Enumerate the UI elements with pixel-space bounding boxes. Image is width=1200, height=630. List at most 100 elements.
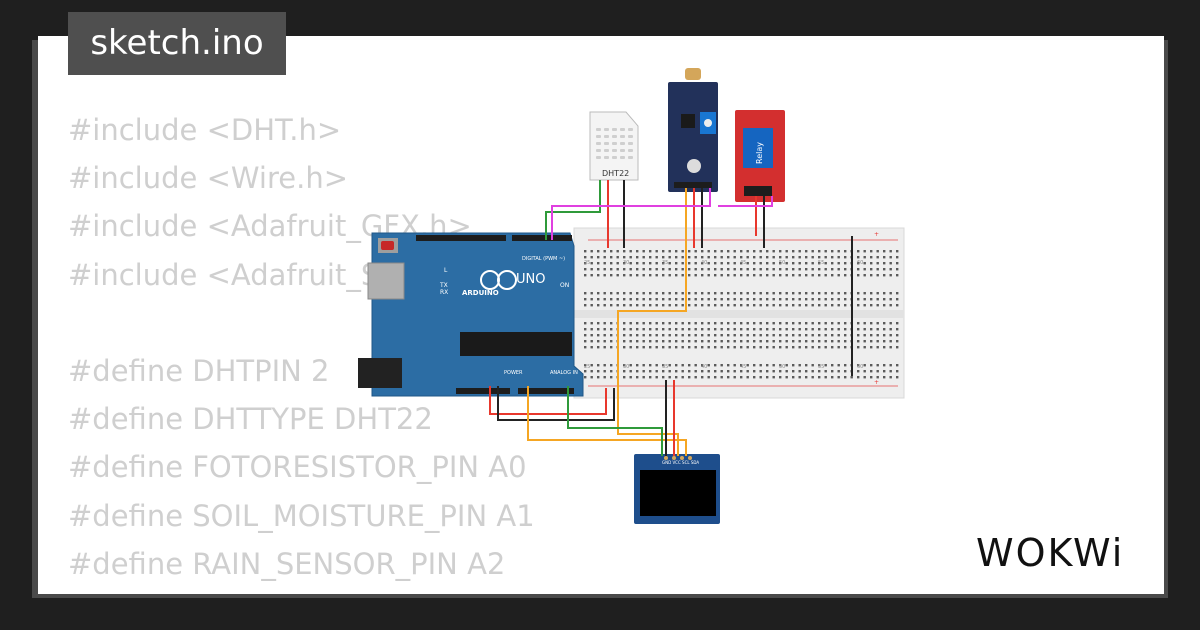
- breadboard-column-number: 40: [701, 364, 707, 370]
- breadboard-hole: [740, 268, 743, 271]
- breadboard-hole: [837, 250, 840, 253]
- breadboard-hole: [720, 340, 723, 343]
- breadboard-hole: [707, 322, 710, 325]
- breadboard-hole: [727, 250, 730, 253]
- breadboard-hole: [610, 364, 613, 367]
- breadboard-hole: [785, 304, 788, 307]
- breadboard-hole: [629, 376, 632, 379]
- breadboard-hole: [694, 256, 697, 259]
- breadboard-hole: [727, 304, 730, 307]
- breadboard-hole: [727, 256, 730, 259]
- breadboard-hole: [896, 292, 899, 295]
- breadboard-hole: [824, 322, 827, 325]
- breadboard-hole: [753, 334, 756, 337]
- breadboard-hole: [740, 370, 743, 373]
- breadboard-hole: [681, 364, 684, 367]
- sketch-title[interactable]: sketch.ino: [68, 12, 286, 75]
- breadboard-hole: [733, 370, 736, 373]
- breadboard-hole: [701, 274, 704, 277]
- breadboard-hole: [590, 256, 593, 259]
- breadboard-hole: [688, 262, 691, 265]
- breadboard-hole: [707, 274, 710, 277]
- breadboard-hole: [889, 274, 892, 277]
- breadboard-hole: [629, 340, 632, 343]
- breadboard-hole: [584, 250, 587, 253]
- breadboard-hole: [753, 346, 756, 349]
- breadboard-hole: [610, 274, 613, 277]
- breadboard-hole: [792, 292, 795, 295]
- breadboard-hole: [870, 370, 873, 373]
- breadboard-hole: [584, 304, 587, 307]
- breadboard-hole: [733, 292, 736, 295]
- breadboard-hole: [720, 370, 723, 373]
- breadboard-hole: [863, 268, 866, 271]
- breadboard-hole: [746, 370, 749, 373]
- breadboard-hole: [876, 370, 879, 373]
- code-line: #define FOTORESISTOR_PIN A0: [68, 450, 527, 485]
- breadboard-hole: [688, 340, 691, 343]
- breadboard-hole: [636, 292, 639, 295]
- breadboard-hole: [876, 256, 879, 259]
- breadboard-hole: [668, 334, 671, 337]
- breadboard-hole: [746, 298, 749, 301]
- breadboard-hole: [857, 250, 860, 253]
- breadboard-hole: [824, 298, 827, 301]
- breadboard-hole: [889, 334, 892, 337]
- dht22-vent: [612, 149, 617, 152]
- breadboard-hole: [792, 334, 795, 337]
- breadboard-hole: [766, 334, 769, 337]
- breadboard-hole: [668, 370, 671, 373]
- breadboard-hole: [590, 328, 593, 331]
- breadboard-hole: [831, 334, 834, 337]
- breadboard-hole: [844, 292, 847, 295]
- arduino-model-label: UNO: [516, 272, 545, 287]
- breadboard-hole: [707, 328, 710, 331]
- breadboard-hole: [701, 364, 704, 367]
- dht22-vent: [596, 135, 601, 138]
- breadboard-hole: [616, 304, 619, 307]
- breadboard-hole: [629, 262, 632, 265]
- breadboard-hole: [863, 346, 866, 349]
- breadboard-hole: [792, 370, 795, 373]
- project-card[interactable]: #include <DHT.h>#include <Wire.h>#includ…: [38, 36, 1164, 594]
- breadboard-hole: [766, 376, 769, 379]
- breadboard-hole: [831, 364, 834, 367]
- breadboard-hole: [831, 256, 834, 259]
- breadboard-hole: [779, 322, 782, 325]
- breadboard-hole: [694, 292, 697, 295]
- breadboard-hole: [642, 304, 645, 307]
- breadboard-hole: [590, 274, 593, 277]
- breadboard-hole: [792, 262, 795, 265]
- breadboard-hole: [675, 292, 678, 295]
- breadboard-hole: [889, 262, 892, 265]
- breadboard-hole: [857, 376, 860, 379]
- breadboard-hole: [766, 262, 769, 265]
- breadboard-hole: [870, 262, 873, 265]
- dht22-label: DHT22: [602, 169, 629, 178]
- breadboard-hole: [798, 346, 801, 349]
- breadboard-hole: [805, 256, 808, 259]
- breadboard-hole: [896, 298, 899, 301]
- breadboard-hole: [857, 328, 860, 331]
- breadboard-hole: [636, 340, 639, 343]
- breadboard-hole: [798, 340, 801, 343]
- breadboard-hole: [883, 364, 886, 367]
- breadboard-hole: [740, 328, 743, 331]
- breadboard-hole: [772, 274, 775, 277]
- breadboard-hole: [642, 346, 645, 349]
- breadboard-hole: [655, 370, 658, 373]
- breadboard-hole: [733, 346, 736, 349]
- breadboard-hole: [603, 268, 606, 271]
- breadboard-hole: [688, 346, 691, 349]
- breadboard-hole: [590, 322, 593, 325]
- breadboard-hole: [584, 340, 587, 343]
- breadboard-hole: [623, 346, 626, 349]
- breadboard-hole: [681, 340, 684, 343]
- breadboard-hole: [766, 364, 769, 367]
- breadboard-hole: [876, 268, 879, 271]
- breadboard-hole: [714, 256, 717, 259]
- breadboard-hole: [720, 376, 723, 379]
- breadboard-hole: [668, 340, 671, 343]
- breadboard-hole: [740, 250, 743, 253]
- breadboard-hole: [759, 256, 762, 259]
